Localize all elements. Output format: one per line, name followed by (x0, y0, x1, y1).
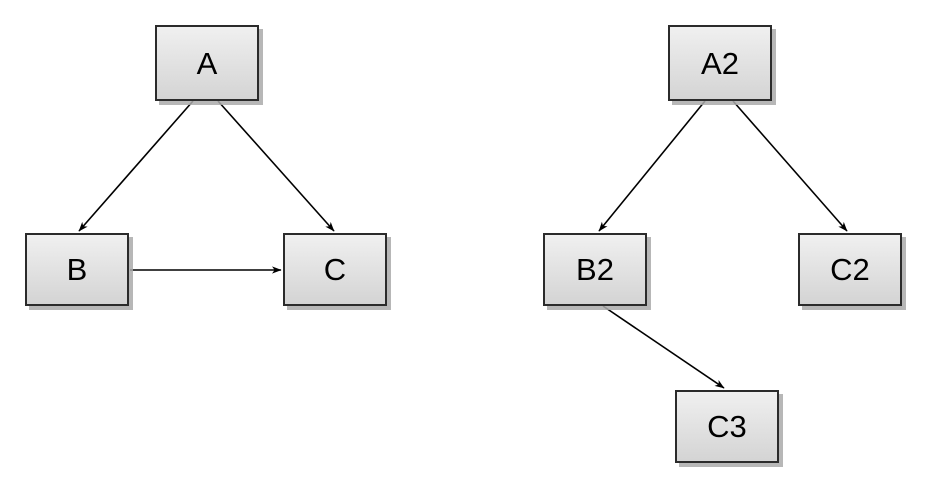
edge-a-to-c (217, 100, 335, 232)
node-b[interactable]: B (25, 233, 129, 306)
node-c[interactable]: C (283, 233, 387, 306)
node-label-a2: A2 (701, 45, 739, 81)
node-label-b: B (66, 252, 88, 287)
edge-a2-to-b2 (598, 100, 706, 232)
node-c2[interactable]: C2 (798, 233, 902, 306)
node-a[interactable]: A (155, 25, 259, 101)
node-label-c2: C2 (830, 252, 870, 287)
node-label-b2: B2 (576, 252, 614, 287)
node-b2[interactable]: B2 (543, 233, 647, 306)
node-a2[interactable]: A2 (668, 25, 772, 101)
node-label-a: A (196, 45, 218, 81)
edge-b2-to-c3 (602, 305, 725, 389)
edge-a-to-b (78, 100, 194, 232)
node-label-c: C (323, 252, 347, 287)
edge-a2-to-c2 (732, 100, 848, 232)
node-label-c3: C3 (707, 409, 747, 444)
node-c3[interactable]: C3 (675, 390, 779, 463)
